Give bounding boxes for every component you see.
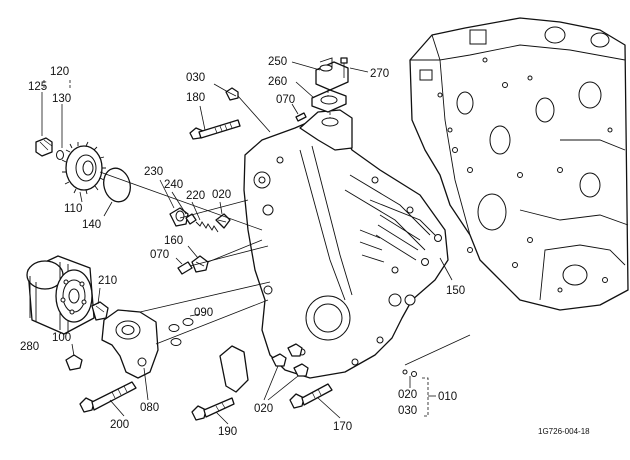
- label-240: 240: [164, 179, 183, 191]
- label-120: 120: [50, 66, 69, 78]
- label-020-lower: 020: [254, 403, 273, 415]
- label-100: 100: [52, 332, 71, 344]
- label-150: 150: [446, 285, 465, 297]
- plug-icon: [271, 343, 309, 377]
- filter-bracket-icon: [101, 309, 159, 379]
- gear-icon: [61, 141, 106, 195]
- part-labels: 120 125 130 110 140 030 180 250 260 270 …: [20, 56, 590, 438]
- label-130: 130: [52, 93, 71, 105]
- label-180: 180: [186, 92, 205, 104]
- plug-icon: [35, 137, 64, 160]
- drawing-code: 1G726-004-18: [538, 427, 590, 436]
- label-250: 250: [268, 56, 287, 68]
- label-220: 220: [186, 190, 205, 202]
- leader-lines: [41, 61, 471, 425]
- label-270: 270: [370, 68, 389, 80]
- label-200: 200: [110, 419, 129, 431]
- bolt-icon: [191, 397, 235, 421]
- label-080: 080: [140, 402, 159, 414]
- label-280: 280: [20, 341, 39, 353]
- o-ring-icon: [103, 167, 131, 203]
- label-090: 090: [194, 307, 213, 319]
- label-140: 140: [82, 219, 101, 231]
- engine-block-icon: [409, 17, 629, 311]
- relief-valve-icon: [169, 207, 231, 233]
- gear-case-icon: [243, 109, 449, 379]
- label-010: 010: [438, 391, 457, 403]
- label-030-top: 030: [186, 72, 205, 84]
- label-070-top: 070: [276, 94, 295, 106]
- bolt-icon: [189, 119, 241, 140]
- bolt-icon: [79, 381, 137, 413]
- label-190: 190: [218, 426, 237, 438]
- thermostat-cover-icon: [295, 57, 349, 122]
- label-170: 170: [333, 421, 352, 433]
- label-070-mid: 070: [150, 249, 169, 261]
- label-020-right: 020: [398, 389, 417, 401]
- o-ring-icon: [168, 318, 194, 346]
- bracket-icon: [219, 345, 249, 393]
- label-210: 210: [98, 275, 117, 287]
- pipe-nipple-icon: [91, 301, 109, 321]
- label-125: 125: [28, 81, 47, 93]
- dowel-pin-icon: [402, 369, 417, 377]
- label-030-right: 030: [398, 405, 417, 417]
- label-160: 160: [164, 235, 183, 247]
- bolt-icon: [289, 383, 333, 409]
- bolt-icon: [177, 255, 209, 275]
- bolt-icon: [65, 354, 83, 371]
- oil-filter-icon: [26, 255, 95, 335]
- bolt-icon: [225, 87, 239, 101]
- label-230: 230: [144, 166, 163, 178]
- label-020-upper: 020: [212, 189, 231, 201]
- label-260: 260: [268, 76, 287, 88]
- label-110: 110: [64, 203, 82, 215]
